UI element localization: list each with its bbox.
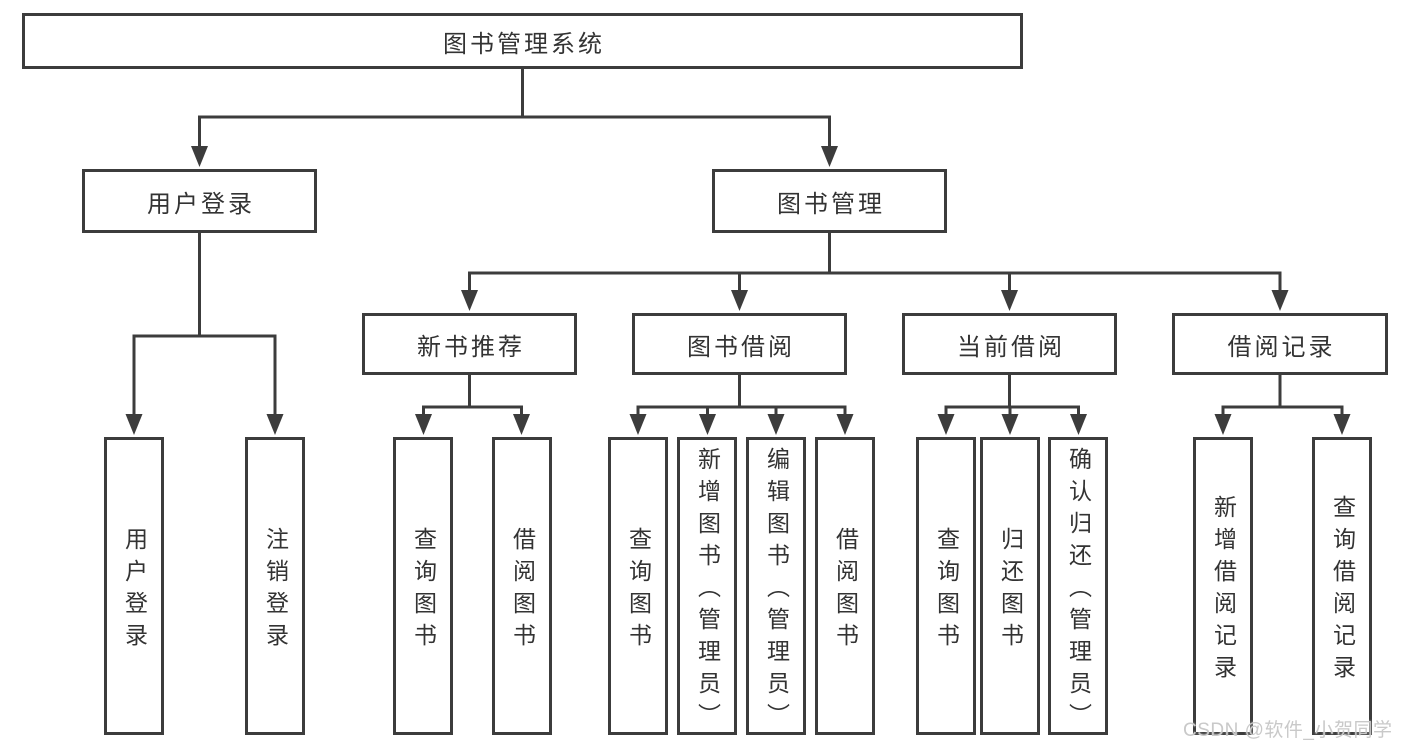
leaf-label: 新增借阅记录: [1210, 494, 1237, 687]
leaf-query-borrow-record: 查询借阅记录: [1312, 437, 1372, 735]
leaf-label: 新增图书（管理员）: [694, 446, 721, 735]
leaf-edit-books-admin: 编辑图书（管理员）: [746, 437, 806, 735]
leaf-add-books-admin: 新增图书（管理员）: [677, 437, 737, 735]
leaf-label: 查询借阅记录: [1329, 494, 1356, 687]
leaf-label: 编辑图书（管理员）: [763, 446, 790, 735]
node-label: 借阅记录: [1227, 333, 1336, 361]
leaf-add-borrow-record: 新增借阅记录: [1193, 437, 1253, 735]
leaf-return-books: 归还图书: [980, 437, 1040, 735]
leaf-query-books-2: 查询图书: [608, 437, 668, 735]
node-root: 图书管理系统: [22, 13, 1023, 69]
node-current-borrow: 当前借阅: [902, 313, 1117, 375]
leaf-query-books-1: 查询图书: [393, 437, 453, 735]
leaf-confirm-return-admin: 确认归还（管理员）: [1048, 437, 1108, 735]
node-label: 图书管理: [777, 190, 885, 218]
node-label: 当前借阅: [957, 333, 1065, 361]
node-root-label: 图书管理系统: [443, 30, 605, 58]
leaf-label: 确认归还（管理员）: [1065, 446, 1092, 735]
arrowheads: [125, 146, 1351, 435]
leaf-user-login: 用户登录: [104, 437, 164, 735]
node-label: 新书推荐: [417, 333, 525, 361]
csdn-watermark: CSDN @软件_小贺同学: [1183, 720, 1393, 741]
leaf-label: 借阅图书: [832, 526, 859, 655]
leaf-label: 借阅图书: [509, 526, 536, 655]
leaf-query-books-3: 查询图书: [916, 437, 976, 735]
leaf-label: 注销登录: [262, 526, 289, 655]
leaf-label: 查询图书: [410, 526, 437, 655]
node-new-book-recommend: 新书推荐: [362, 313, 577, 375]
node-label: 用户登录: [147, 190, 255, 218]
leaf-borrow-books-2: 借阅图书: [815, 437, 875, 735]
node-label: 图书借阅: [687, 333, 795, 361]
leaf-borrow-books-1: 借阅图书: [492, 437, 552, 735]
node-user-login: 用户登录: [82, 169, 317, 233]
leaf-label: 归还图书: [997, 526, 1024, 655]
node-book-management: 图书管理: [712, 169, 947, 233]
leaf-logout: 注销登录: [245, 437, 305, 735]
leaf-label: 查询图书: [933, 526, 960, 655]
leaf-label: 查询图书: [625, 526, 652, 655]
node-book-borrow: 图书借阅: [632, 313, 847, 375]
node-borrow-records: 借阅记录: [1172, 313, 1388, 375]
leaf-label: 用户登录: [121, 526, 148, 655]
